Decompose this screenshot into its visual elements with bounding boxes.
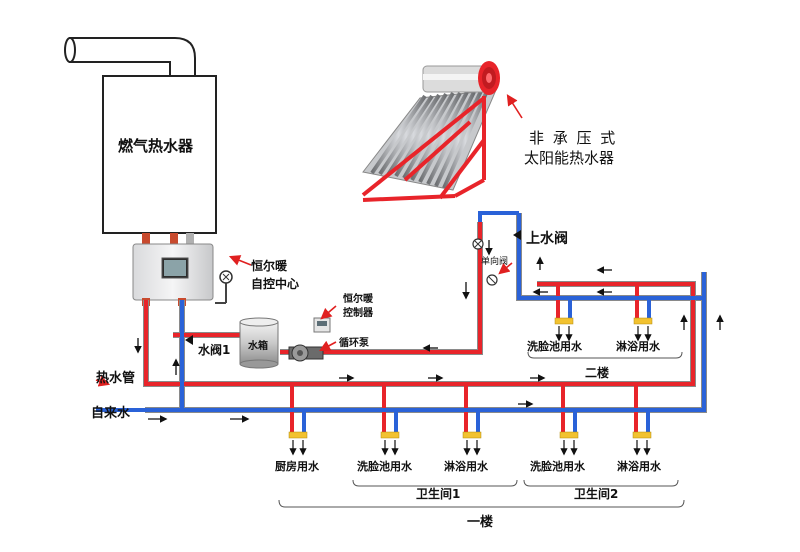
floor-dividers [278,351,685,508]
bath1-shower-label: 淋浴用水 [444,460,488,473]
gas-heater-label: 燃气热水器 [118,137,194,155]
controller-icon [313,317,331,333]
check-valve-label: 单向阀 [481,257,509,267]
tank-label: 水箱 [248,341,268,352]
upstairs-shower-label: 淋浴用水 [616,340,660,353]
controller-label-2: 控制器 [343,308,373,319]
solar-collector-icon [361,61,500,202]
valve-icon [185,335,193,345]
control-center-label-2: 自控中心 [251,277,300,291]
bath2-basin-label: 洗脸池用水 [530,460,585,473]
outlet-arrows [289,326,652,456]
floor2-label: 二楼 [585,366,610,380]
floor1-label: 一楼 [467,515,494,530]
solar-label-line2: 太阳能热水器 [524,149,615,167]
kitchen-label: 厨房用水 [275,460,319,473]
pump-label: 循环泵 [339,338,369,349]
valve-icon [215,270,233,304]
bath1-basin-label: 洗脸池用水 [357,460,412,473]
bathroom1-label: 卫生间1 [416,487,461,501]
heater-connectors [142,233,194,245]
flow-arrows [134,240,724,423]
control-center-label-1: 恒尔暖 [251,259,288,273]
pipe-network [96,211,707,432]
tap-icon [288,317,653,439]
tap-water-label: 自来水 [91,406,131,421]
control-center-icon [132,243,214,306]
pump-icon [288,344,324,362]
bath2-shower-label: 淋浴用水 [617,460,661,473]
hot-pipe-label: 热水管 [96,371,136,386]
solar-label-line1: 非 承 压 式 [529,129,618,147]
valve1-label: 水阀1 [198,343,231,357]
valve-icon [472,230,521,286]
flue-pipe-icon [64,37,196,79]
water-tank-icon [239,317,279,369]
inlet-valve-label: 上水阀 [526,231,568,247]
bathroom2-label: 卫生间2 [574,487,619,501]
pointer-arrows [95,94,523,387]
controller-label-1: 恒尔暖 [343,294,373,305]
gas-heater-icon [102,75,217,234]
upstairs-basin-label: 洗脸池用水 [527,340,582,353]
